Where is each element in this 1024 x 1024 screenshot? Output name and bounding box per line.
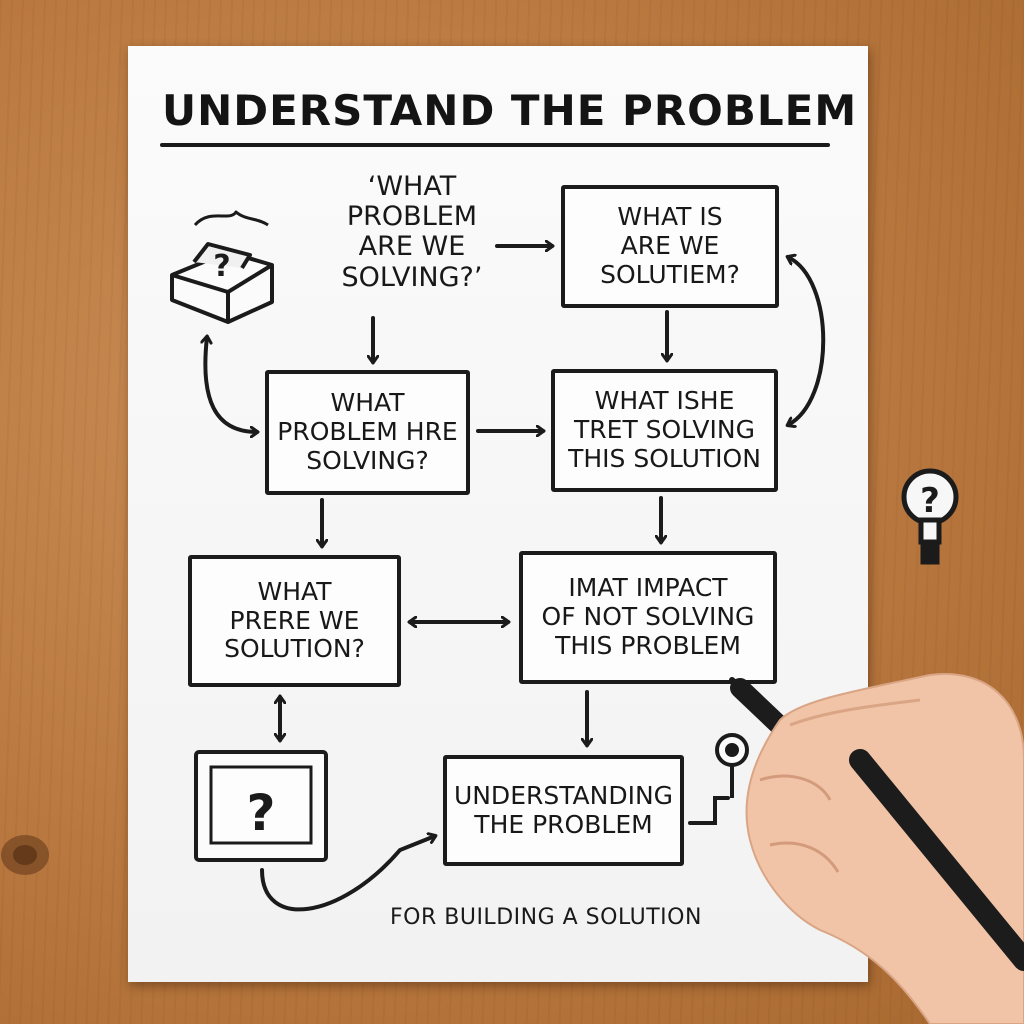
page-title: UNDERSTAND THE PROBLEM: [162, 86, 858, 135]
hand-holding-pen: [729, 673, 1024, 1024]
magnifier-icon: [715, 733, 749, 798]
box-bottom-understanding: UNDERSTANDING THE PROBLEM: [443, 755, 684, 866]
svg-text:?: ?: [246, 784, 275, 842]
box-lower-right: IMAT IMPACT OF NOT SOLVING THIS PROBLEM: [519, 551, 777, 684]
box-middle-right: WHAT ISHE TRET SOLVING THIS SOLUTION: [551, 369, 778, 492]
arrow-box-icon-to-middle-left: [205, 337, 257, 432]
wood-knot: [1, 835, 49, 875]
svg-text:?: ?: [213, 249, 230, 284]
box-lower-left: WHAT PRERE WE SOLUTION?: [188, 555, 401, 687]
title-underline: [160, 143, 830, 147]
box-middle-left: WHAT PROBLEM HRE SOLVING?: [265, 370, 470, 495]
caption-text: FOR BUILDING A SOLUTION: [390, 905, 702, 930]
box-top-right: WHAT IS ARE WE SOLUTIEM?: [561, 185, 779, 308]
arrow-right-loop: [788, 257, 826, 425]
question-text: ‘WHAT PROBLEM ARE WE SOLVING?’: [341, 171, 483, 293]
connector-bottom-right: [688, 796, 730, 825]
svg-text:?: ?: [920, 481, 940, 521]
lightbulb-question-icon: ?: [901, 468, 959, 565]
monitor-question-icon: ?: [194, 750, 328, 862]
open-box-question-icon: ?: [170, 210, 274, 324]
arrow-monitor-to-bottom: [260, 836, 435, 912]
